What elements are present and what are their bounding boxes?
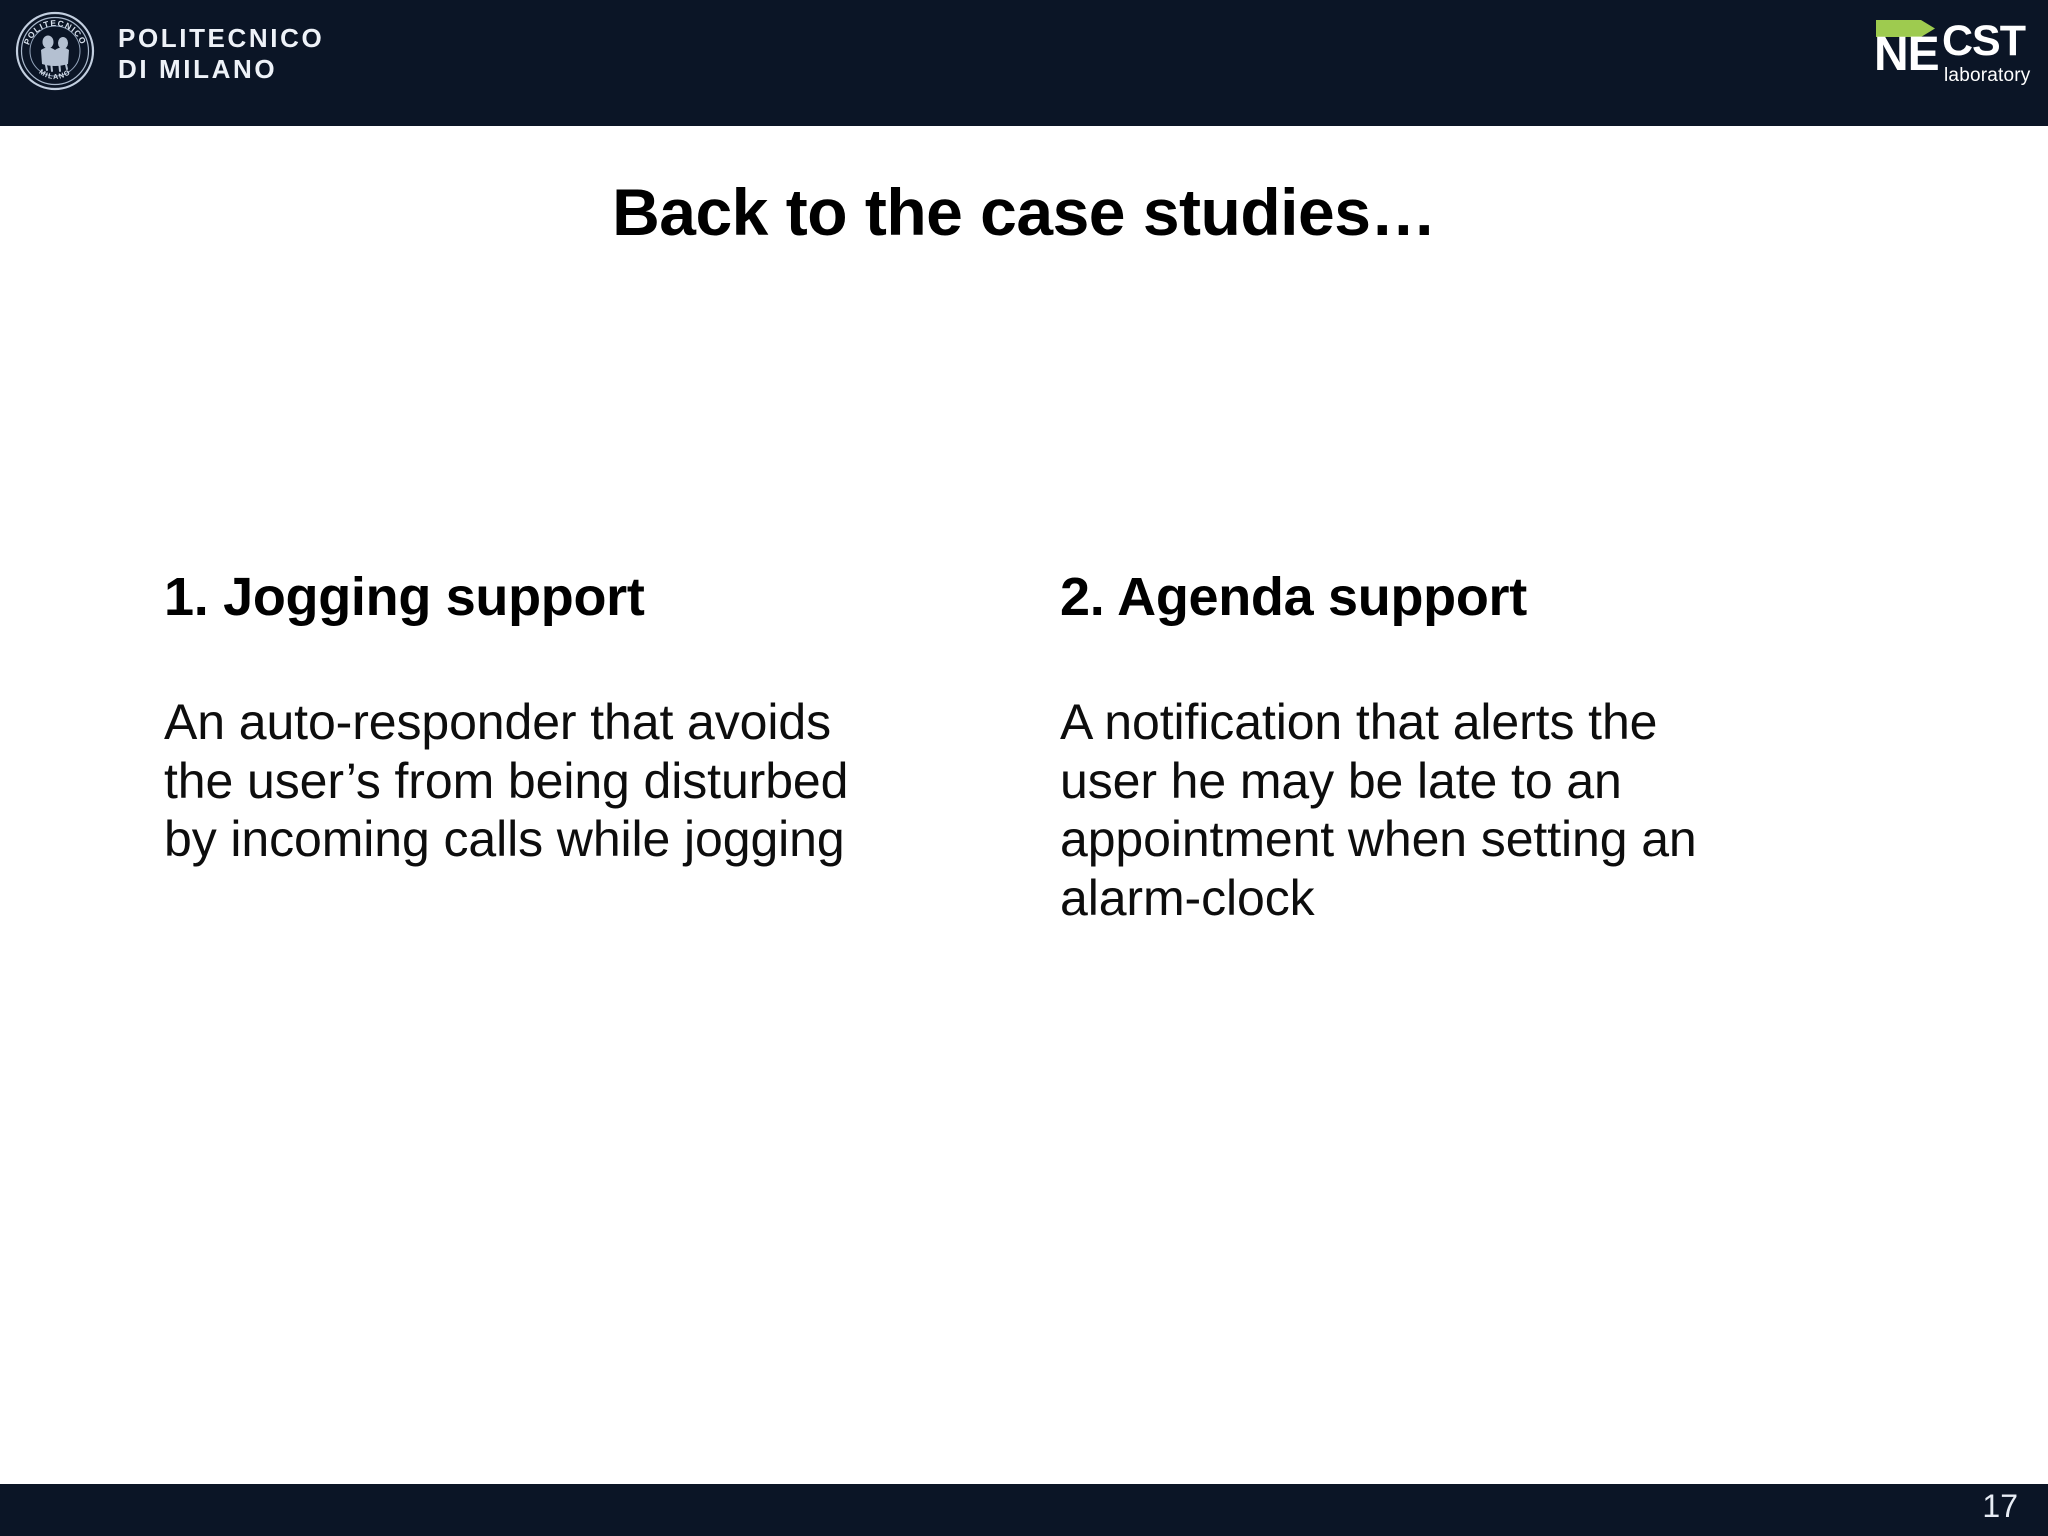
necst-laboratory-logo: NE CST laboratory xyxy=(1834,14,2030,100)
page-number: 17 xyxy=(1982,1488,2018,1524)
case-study-1-heading: 1. Jogging support xyxy=(164,567,645,627)
case-study-column-2: 2. Agenda support A notification that al… xyxy=(1060,567,1890,927)
politecnico-wordmark-line2: DI MILANO xyxy=(118,53,278,84)
case-study-1-body: An auto-responder that avoids the user’s… xyxy=(164,694,849,868)
politecnico-seal-icon: POLITECNICO MILANO xyxy=(12,8,98,94)
slide-title: Back to the case studies… xyxy=(612,175,1436,249)
green-arrow-icon xyxy=(1876,18,1936,39)
necst-cst-text: CST xyxy=(1942,17,2026,65)
necst-ne-text: NE xyxy=(1874,28,1940,81)
slide-header-band: POLITECNICO MILANO POLITECNICO DI MILANO… xyxy=(0,0,2048,126)
politecnico-wordmark: POLITECNICO DI MILANO xyxy=(118,21,324,82)
svg-text:MILANO: MILANO xyxy=(37,67,72,81)
necst-laboratory-text: laboratory xyxy=(1944,65,2031,86)
case-studies-columns: 1. Jogging support An auto-responder tha… xyxy=(0,126,2048,1484)
slide-content-area: Back to the case studies… 1. Jogging sup… xyxy=(0,126,2048,1484)
slide-footer-band: 17 xyxy=(0,1484,2048,1536)
case-study-2-body: A notification that alerts the user he m… xyxy=(1060,694,1697,926)
case-study-column-1: 1. Jogging support An auto-responder tha… xyxy=(164,567,994,869)
politecnico-wordmark-line1: POLITECNICO xyxy=(118,22,325,53)
politecnico-logo-lockup: POLITECNICO MILANO POLITECNICO DI MILANO xyxy=(12,8,324,94)
case-study-2-heading: 2. Agenda support xyxy=(1060,567,1527,627)
